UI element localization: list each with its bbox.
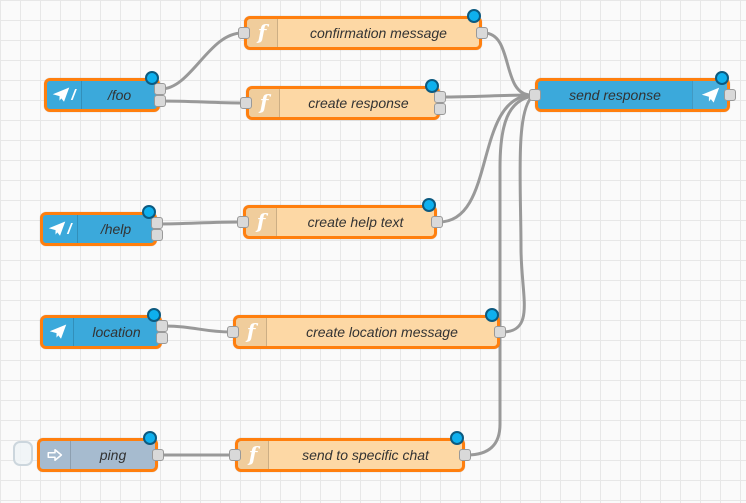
function-f-icon: f <box>236 318 267 346</box>
wire-foo-to-confirmation[interactable] <box>159 31 244 91</box>
output-port[interactable] <box>494 326 506 338</box>
output-port-1[interactable] <box>156 320 168 332</box>
input-port[interactable] <box>227 326 239 338</box>
node-create-response[interactable]: f create response <box>240 79 446 120</box>
output-port-1[interactable] <box>434 91 446 103</box>
node-label: create help text <box>307 214 404 230</box>
function-f-icon: f <box>247 19 278 47</box>
changed-indicator <box>715 71 729 85</box>
wire-location-to-create-location[interactable] <box>162 324 233 334</box>
function-f-icon: f <box>238 441 269 469</box>
node-foo-command[interactable]: / /foo <box>44 71 166 112</box>
output-port[interactable] <box>459 449 471 461</box>
node-label: location <box>92 324 141 340</box>
output-port-2[interactable] <box>151 229 163 241</box>
changed-indicator <box>467 9 481 23</box>
changed-indicator <box>425 79 439 93</box>
output-port-2[interactable] <box>434 103 446 115</box>
changed-indicator <box>450 431 464 445</box>
paper-plane-slash-icon: / <box>47 81 82 109</box>
input-port[interactable] <box>229 449 241 461</box>
node-label: /foo <box>107 87 132 103</box>
node-create-help-text[interactable]: f create help text <box>237 198 443 239</box>
changed-indicator <box>485 308 499 322</box>
changed-indicator <box>143 431 157 445</box>
wire-confirmation-to-send-response[interactable] <box>482 31 533 97</box>
output-port-2[interactable] <box>154 95 166 107</box>
node-label: send response <box>569 87 661 103</box>
wire-help-to-create-help-text[interactable] <box>157 220 243 226</box>
wire-send-chat-to-send-response[interactable] <box>465 94 535 457</box>
node-send-to-specific-chat[interactable]: f send to specific chat <box>229 431 471 472</box>
wire-create-help-text-to-send-response[interactable] <box>437 93 534 224</box>
node-confirmation-message[interactable]: f confirmation message <box>238 9 488 50</box>
node-label: ping <box>99 447 127 463</box>
output-port[interactable] <box>431 216 443 228</box>
inject-arrow-icon <box>40 441 71 469</box>
node-ping-inject[interactable]: ping <box>37 431 164 472</box>
node-label: confirmation message <box>310 25 447 41</box>
paper-plane-slash-icon: / <box>43 215 78 243</box>
changed-indicator <box>145 71 159 85</box>
node-label: create location message <box>306 324 458 340</box>
node-location-event[interactable]: location <box>40 308 168 349</box>
node-help-command[interactable]: / /help <box>40 205 163 246</box>
wire-foo-to-create-response[interactable] <box>159 99 246 105</box>
changed-indicator <box>142 205 156 219</box>
wire-create-location-to-send-response[interactable] <box>500 94 535 334</box>
output-port[interactable] <box>724 89 736 101</box>
paper-plane-icon <box>692 81 727 109</box>
paper-plane-icon <box>43 318 74 346</box>
inject-trigger-button[interactable] <box>13 441 33 466</box>
node-label: send to specific chat <box>302 447 429 463</box>
input-port[interactable] <box>238 27 250 39</box>
input-port[interactable] <box>529 89 541 101</box>
output-port-1[interactable] <box>154 83 166 95</box>
output-port[interactable] <box>152 449 164 461</box>
node-label: create response <box>308 95 409 111</box>
node-send-response[interactable]: send response <box>529 71 736 112</box>
node-create-location-message[interactable]: f create location message <box>227 308 506 349</box>
output-port-1[interactable] <box>151 217 163 229</box>
function-f-icon: f <box>249 89 280 117</box>
function-f-icon: f <box>246 208 277 236</box>
node-label: /help <box>100 221 132 237</box>
input-port[interactable] <box>240 97 252 109</box>
input-port[interactable] <box>237 216 249 228</box>
output-port-2[interactable] <box>156 332 168 344</box>
output-port[interactable] <box>476 27 488 39</box>
changed-indicator <box>422 198 436 212</box>
changed-indicator <box>147 308 161 322</box>
